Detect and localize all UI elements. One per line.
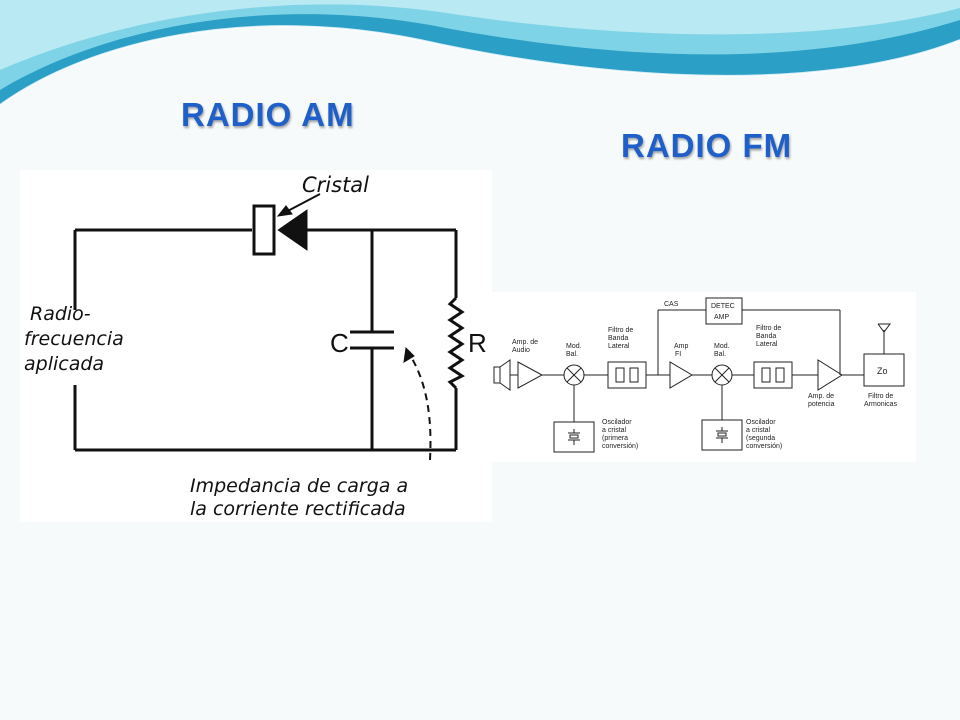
label-resistor: R xyxy=(468,328,487,358)
audio-source-icon xyxy=(493,359,511,391)
label-osc2-2: a cristal xyxy=(746,427,771,434)
label-load-line1: Impedancia de carga a xyxy=(190,475,408,497)
label-amp-potencia-2: potencia xyxy=(808,401,835,408)
label-filter1-2: Banda xyxy=(608,335,628,342)
label-osc2-4: conversión) xyxy=(746,443,782,450)
am-circuit-diagram: Cristal Radio- frecuencia aplicada C R I… xyxy=(20,170,492,522)
mod-bal-2-symbol xyxy=(711,364,733,386)
label-zo: Zo xyxy=(877,366,888,376)
detec-amp-block xyxy=(705,297,743,325)
title-radio-am: RADIO AM xyxy=(181,96,355,133)
label-amp-detec: AMP xyxy=(714,314,730,321)
label-osc1-4: conversión) xyxy=(602,443,638,450)
capacitor-symbol xyxy=(350,330,394,350)
label-rf-line2: frecuencia xyxy=(24,328,124,350)
label-osc2-1: Oscilador xyxy=(746,419,776,426)
label-detec: DETEC xyxy=(711,303,735,310)
mod-bal-1-symbol xyxy=(563,364,585,386)
label-rf-line3: aplicada xyxy=(24,353,104,375)
label-filter1-3: Lateral xyxy=(608,343,630,350)
label-amp-audio-2: Audio xyxy=(512,347,530,354)
label-capacitor: C xyxy=(330,328,349,358)
label-osc1-1: Oscilador xyxy=(602,419,632,426)
label-cas: CAS xyxy=(664,301,679,308)
label-filter2-1: Filtro de xyxy=(756,325,781,332)
oscillator-2-block xyxy=(701,419,743,451)
amp-potencia-symbol xyxy=(817,359,843,391)
label-osc2-3: (segunda xyxy=(746,435,775,442)
label-filtro-armonicas-1: Filtro de xyxy=(868,393,893,400)
fm-block-diagram: Amp. de Audio Mod. Bal. Filtro de Banda … xyxy=(492,292,916,462)
label-mod-bal1-1: Mod. xyxy=(566,343,582,350)
label-mod-bal2-1: Mod. xyxy=(714,343,730,350)
filter-1-block xyxy=(607,361,647,389)
resistor-symbol xyxy=(447,296,465,390)
amp-fi-symbol xyxy=(669,361,693,389)
label-filter1-1: Filtro de xyxy=(608,327,633,334)
title-radio-fm: RADIO FM xyxy=(621,127,793,164)
crystal-diode-symbol xyxy=(252,193,321,256)
label-amp-potencia-1: Amp. de xyxy=(808,393,834,400)
antenna-icon xyxy=(877,323,891,333)
label-cristal: Cristal xyxy=(302,173,369,197)
label-mod-bal1-2: Bal. xyxy=(566,351,578,358)
label-load-line2: la corriente rectificada xyxy=(190,498,406,520)
label-amp-fi-2: FI xyxy=(675,351,681,358)
filter-2-block xyxy=(753,361,793,389)
label-mod-bal2-2: Bal. xyxy=(714,351,726,358)
label-filter2-2: Banda xyxy=(756,333,776,340)
label-filter2-3: Lateral xyxy=(756,341,778,348)
header-wave-decoration xyxy=(0,0,960,106)
label-rf-line1: Radio- xyxy=(30,303,91,325)
load-dashed-arrow xyxy=(403,346,432,461)
am-wires xyxy=(73,228,458,452)
label-amp-fi-1: Amp xyxy=(674,343,689,350)
oscillator-1-block xyxy=(553,421,595,453)
label-amp-audio-1: Amp. de xyxy=(512,339,538,346)
label-osc1-3: (primera xyxy=(602,435,628,442)
amp-audio-symbol xyxy=(517,361,544,389)
label-osc1-2: a cristal xyxy=(602,427,627,434)
label-filtro-armonicas-2: Armonicas xyxy=(864,401,898,408)
